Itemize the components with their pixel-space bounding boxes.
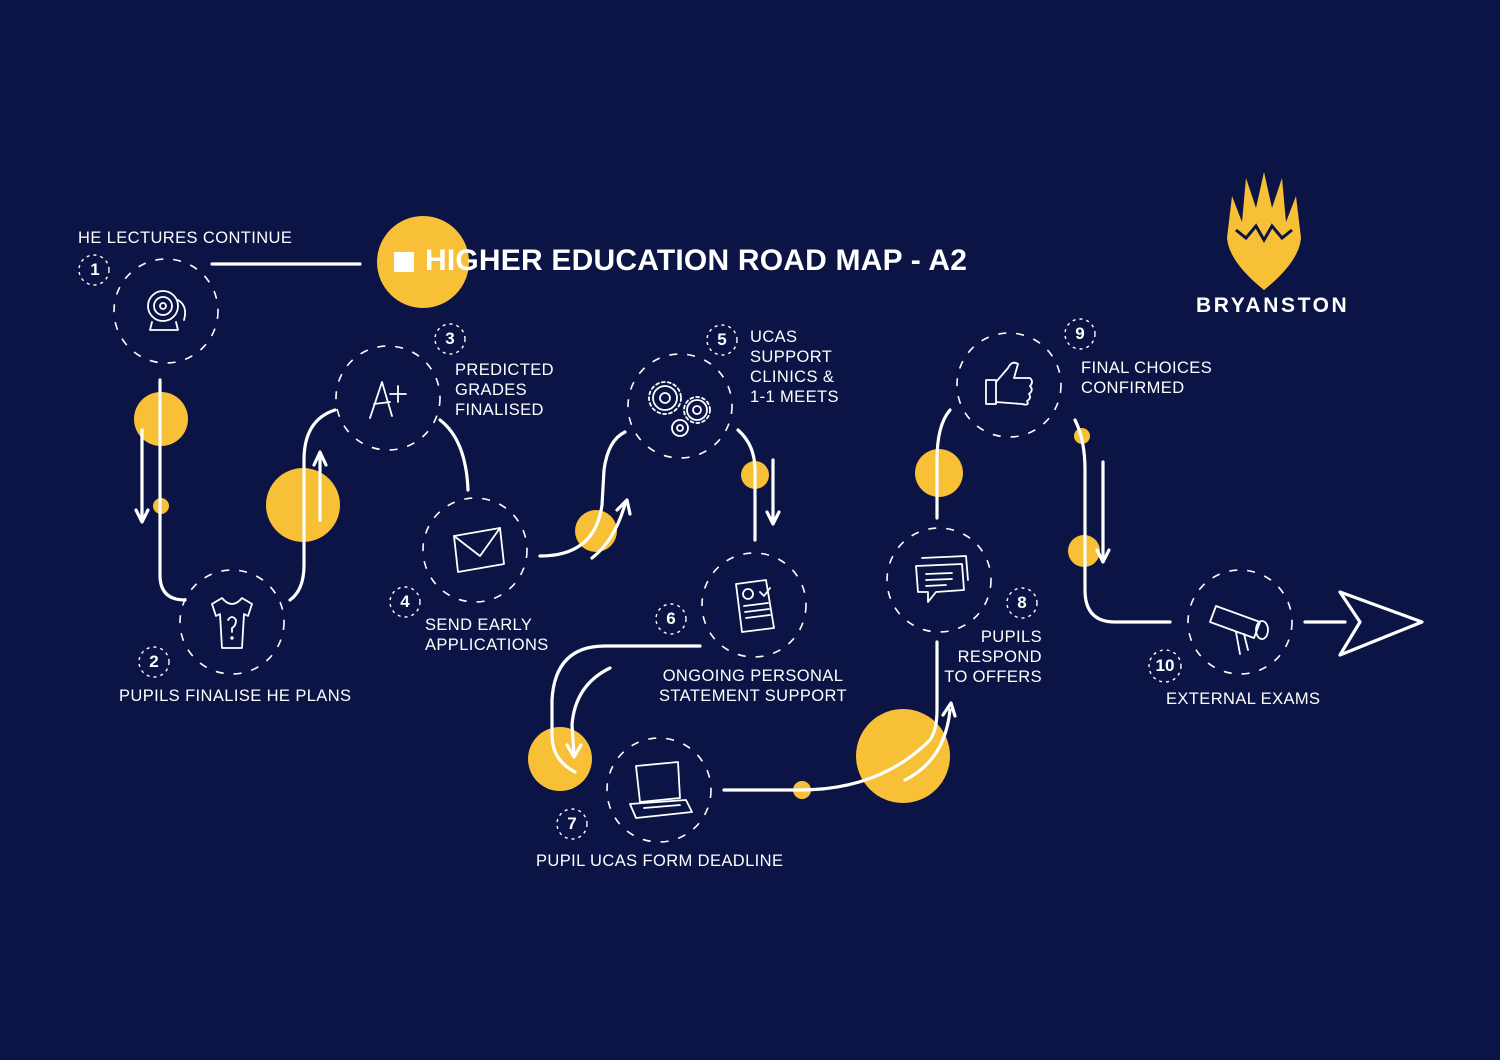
step-number: 3: [445, 329, 455, 348]
page-title: HIGHER EDUCATION ROAD MAP - A2: [425, 244, 968, 277]
step-5-ring: [627, 353, 733, 459]
step-label: FINAL CHOICES CONFIRMED: [1081, 359, 1213, 397]
step-label: PUPILS FINALISE HE PLANS: [119, 687, 352, 705]
step-label: PUPILS RESPOND TO OFFERS: [944, 628, 1042, 686]
envelope-icon: [453, 527, 505, 573]
step-7-ring: [606, 737, 712, 843]
step-label: HE LECTURES CONTINUE: [78, 229, 293, 247]
step-label: ONGOING PERSONAL STATEMENT SUPPORT: [658, 667, 848, 705]
step-3-ring: [335, 345, 441, 451]
speech-bubbles-icon: [915, 555, 969, 603]
step-number: 2: [149, 652, 159, 671]
step-6-ring: [701, 552, 807, 658]
step-label: SEND EARLY APPLICATIONS: [425, 616, 549, 654]
a-plus-grade-icon: [369, 381, 407, 419]
step-label: UCAS SUPPORT CLINICS & 1-1 MEETS: [750, 328, 839, 406]
step-4-ring: [422, 497, 528, 603]
step-number: 6: [666, 609, 676, 628]
step-number: 5: [717, 330, 727, 349]
bryanston-logo: [1227, 172, 1301, 290]
road-path: [134, 262, 1347, 792]
laptop-icon: [629, 761, 693, 819]
step-number: 4: [400, 592, 410, 611]
step-1-ring: [113, 258, 219, 364]
step-9-ring: [956, 332, 1062, 438]
step-label: EXTERNAL EXAMS: [1166, 690, 1321, 708]
brand-name: BRYANSTON: [1196, 294, 1350, 317]
alarm-bell-icon: [147, 290, 187, 331]
shirt-question-icon: [211, 597, 253, 649]
step-number: 1: [90, 260, 100, 279]
step-number: 9: [1075, 324, 1085, 343]
step-8-ring: [886, 527, 992, 633]
step-number: 7: [567, 814, 577, 833]
step-label: PUPIL UCAS FORM DEADLINE: [536, 852, 784, 870]
diploma-scroll-icon: [1209, 605, 1269, 655]
thumbs-up-icon: [985, 361, 1033, 406]
step-number: 10: [1155, 656, 1175, 675]
document-icon: [735, 579, 775, 633]
end-arrow-icon: [1338, 590, 1424, 657]
step-10-ring: [1187, 569, 1293, 675]
gears-icon: [648, 381, 711, 437]
step-number: 8: [1017, 593, 1027, 612]
step-2-ring: [179, 569, 285, 675]
step-label: PREDICTED GRADES FINALISED: [455, 361, 554, 419]
title-square-icon: [394, 252, 414, 272]
